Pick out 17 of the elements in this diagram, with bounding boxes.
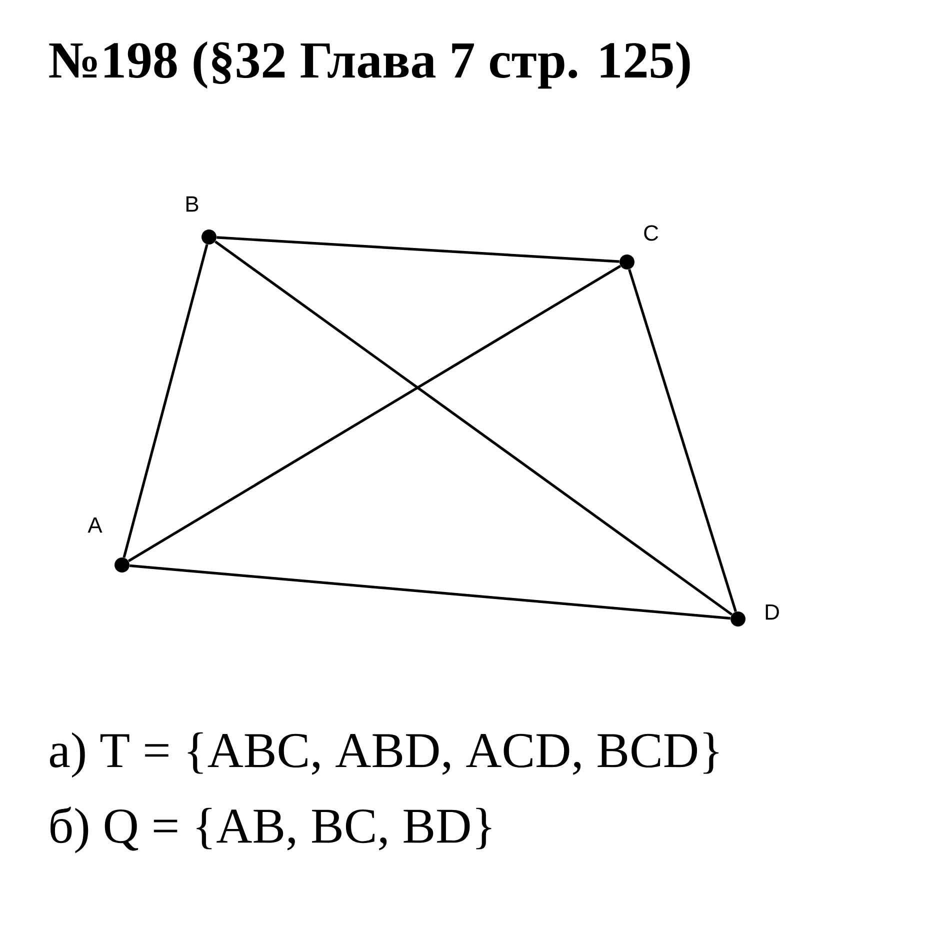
point <box>730 612 746 626</box>
line-segment <box>214 240 733 616</box>
point-label: C <box>644 225 658 241</box>
point <box>202 230 216 244</box>
point-label: D <box>766 604 779 620</box>
point <box>620 254 634 270</box>
point-label: A <box>88 517 102 533</box>
line-segment <box>130 564 730 620</box>
line-segment <box>122 244 208 558</box>
answer-text: б) Q = {AB, BC, BD} <box>50 806 492 854</box>
line-segment <box>628 268 737 612</box>
title: №198 (§32 Глава 7 стр. 125) <box>49 41 690 89</box>
point-label: B <box>186 196 198 212</box>
line-segment <box>128 264 622 562</box>
line-segment <box>216 236 620 263</box>
point <box>114 558 130 572</box>
answer-text: а) T = {ABC, ABD, ACD, BCD} <box>50 732 718 778</box>
